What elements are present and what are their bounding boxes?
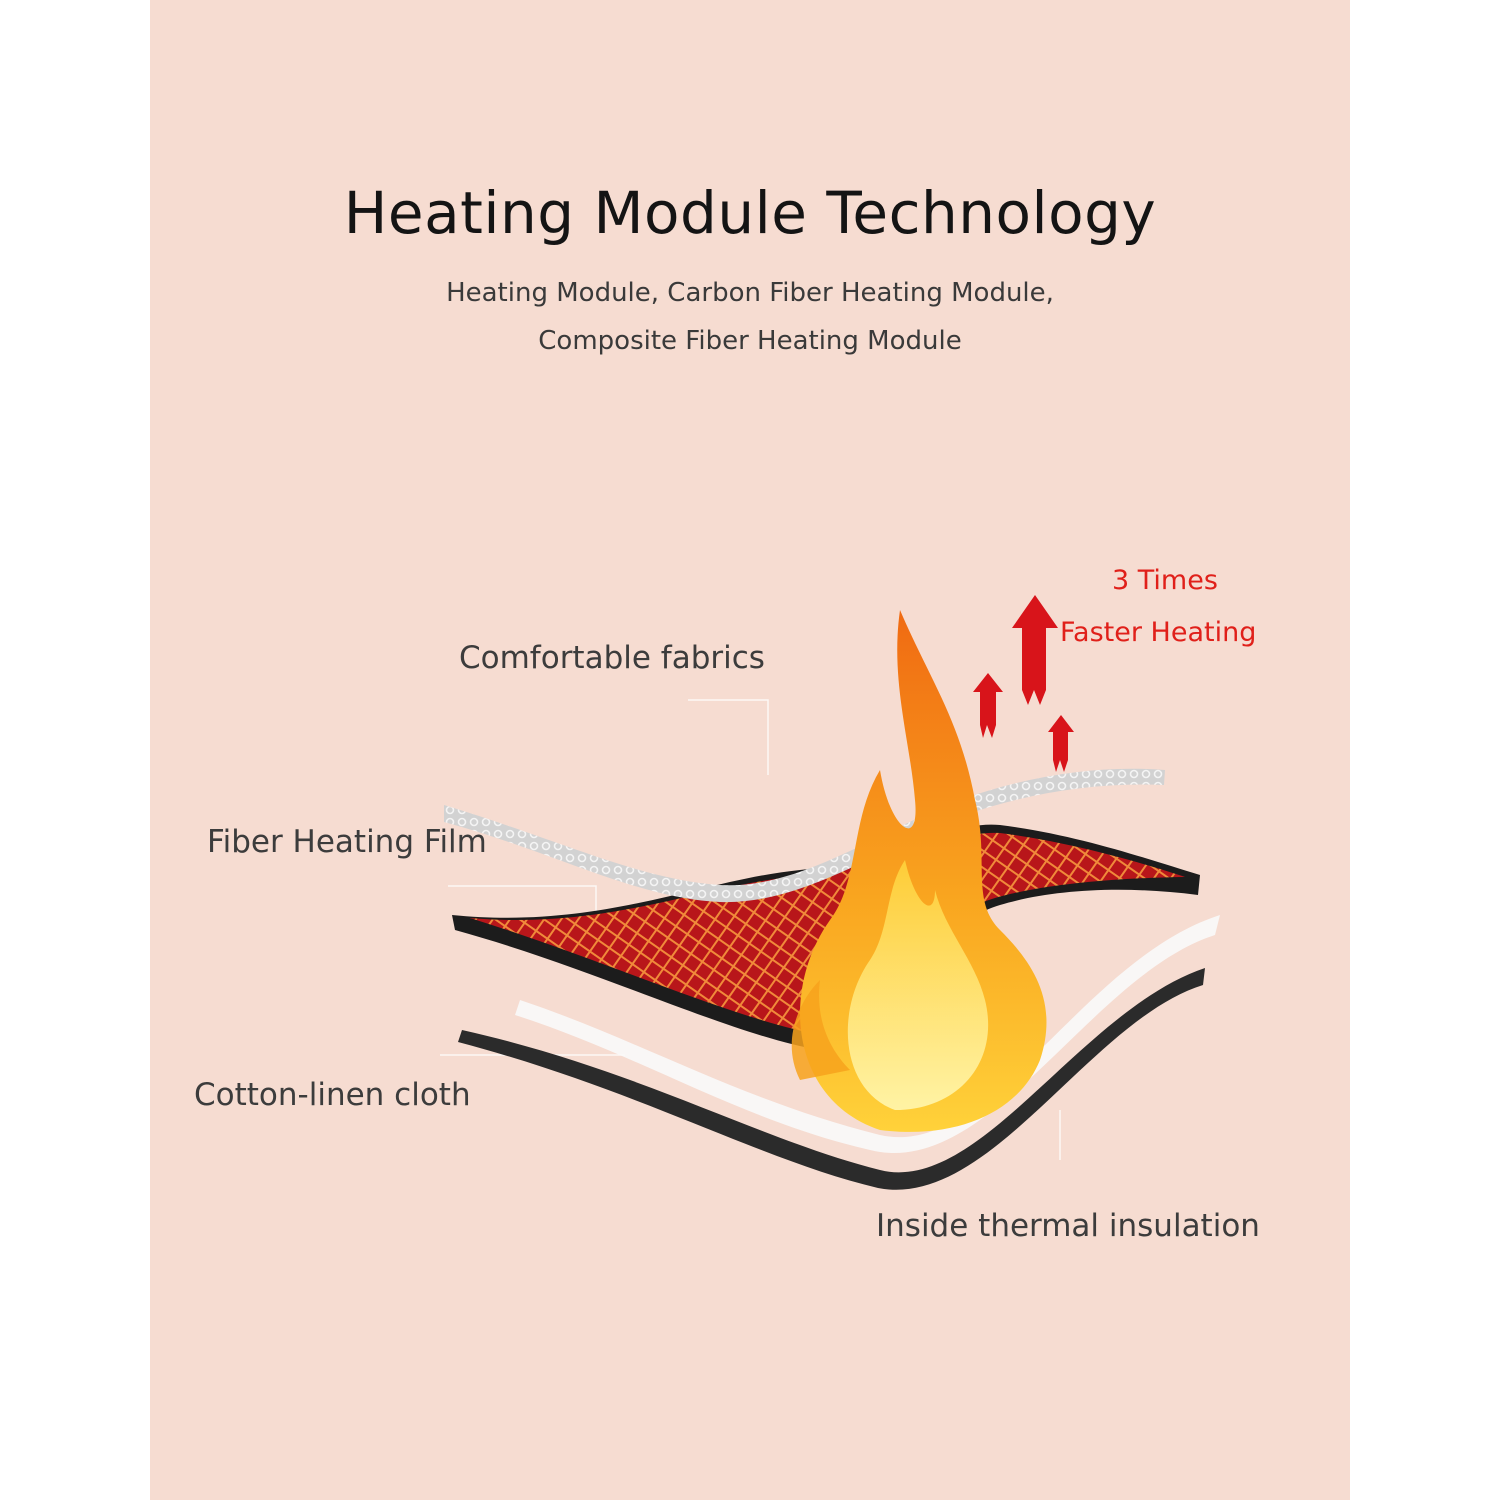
callout-line-1: 3 Times <box>1112 565 1218 596</box>
label-inside-thermal-insulation: Inside thermal insulation <box>876 1208 1260 1244</box>
comfortable-fabric-layer <box>444 768 1165 903</box>
page-title: Heating Module Technology <box>343 178 1157 247</box>
up-arrow-icon <box>973 595 1074 772</box>
label-comfortable-fabrics: Comfortable fabrics <box>459 640 765 676</box>
flame-icon <box>791 610 1047 1132</box>
subtitle-line-1: Heating Module, Carbon Fiber Heating Mod… <box>446 278 1054 308</box>
label-cotton-linen-cloth: Cotton-linen cloth <box>194 1077 471 1113</box>
label-fiber-heating-film: Fiber Heating Film <box>207 824 487 860</box>
background-panel <box>150 0 1350 1500</box>
cotton-linen-layer <box>458 968 1205 1190</box>
subtitle-line-2: Composite Fiber Heating Module <box>538 326 962 356</box>
callout-line-2: Faster Heating <box>1060 617 1257 648</box>
